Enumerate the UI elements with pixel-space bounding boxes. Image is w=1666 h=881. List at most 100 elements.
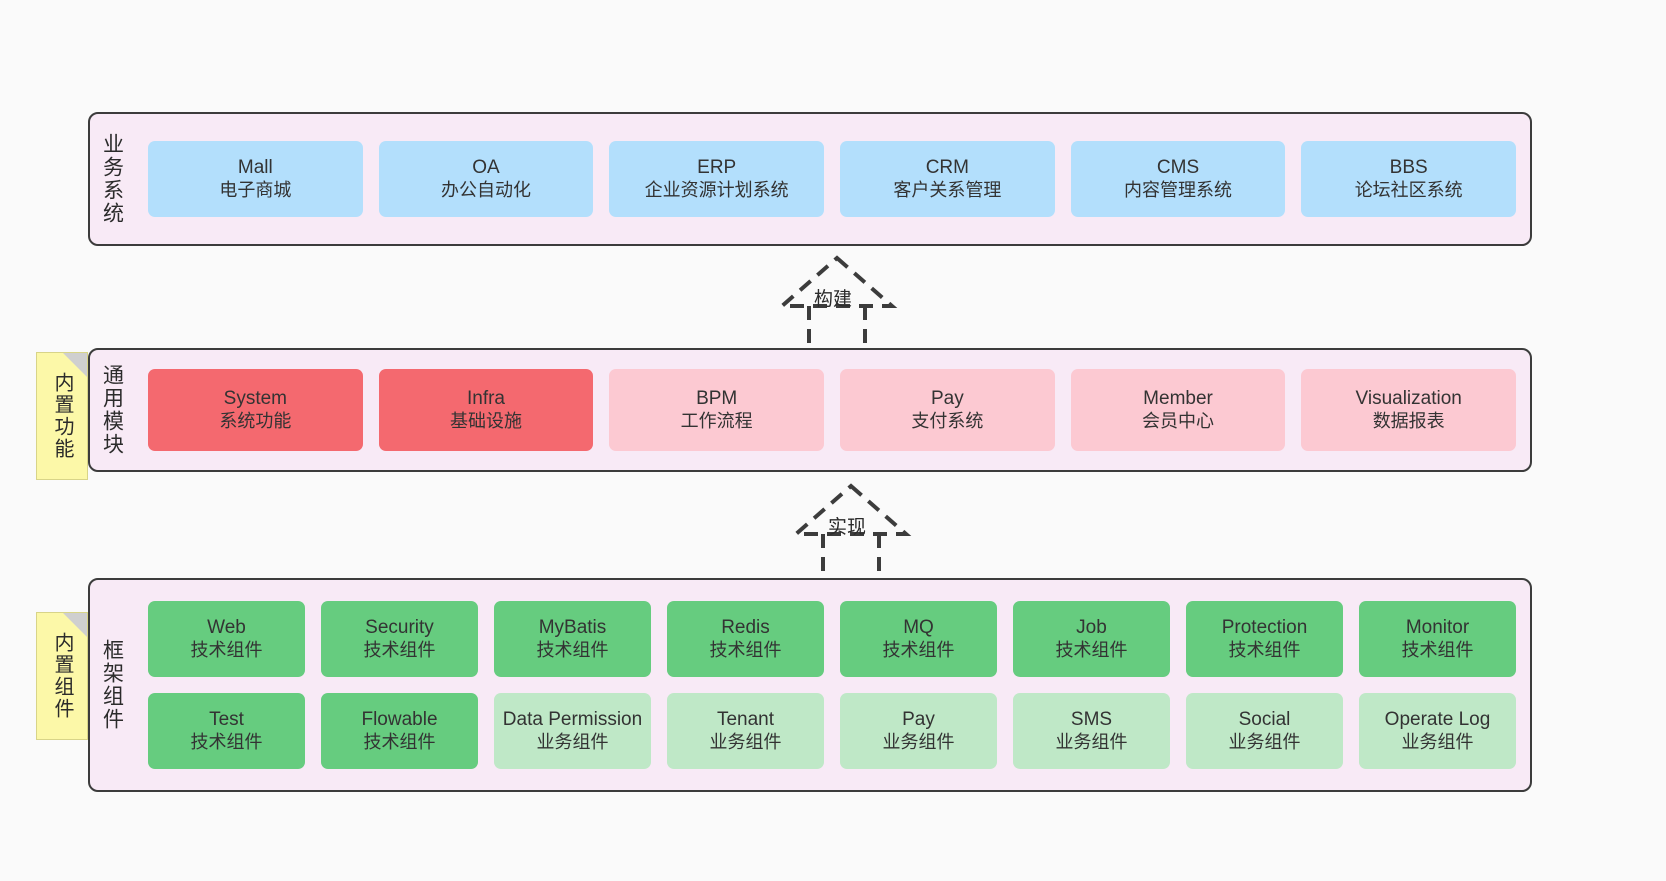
connector-label-build: 构建	[814, 289, 853, 310]
folded-corner-icon	[63, 613, 87, 637]
node-sms[interactable]: SMS 业务组件	[1013, 693, 1170, 769]
node-row: Mall 电子商城 OA 办公自动化 ERP 企业资源计划系统 CRM 客户关系…	[148, 141, 1517, 217]
layer-body-framework-components: Web 技术组件 Security 技术组件 MyBatis 技术组件 Redi…	[134, 580, 1530, 790]
node-subtitle: 系统功能	[219, 410, 292, 431]
node-erp[interactable]: ERP 企业资源计划系统	[609, 141, 825, 217]
node-title: Tenant	[716, 709, 775, 731]
node-crm[interactable]: CRM 客户关系管理	[840, 141, 1055, 217]
node-web[interactable]: Web 技术组件	[148, 601, 305, 677]
node-subtitle: 业务组件	[709, 731, 782, 752]
node-title: MQ	[903, 617, 934, 639]
node-title: Data Permission	[502, 709, 643, 731]
node-subtitle: 基础设施	[450, 410, 522, 431]
layer-body-common-modules: System 系统功能 Infra 基础设施 BPM 工作流程 Pay 支付系统…	[134, 350, 1530, 470]
node-title: Pay	[930, 388, 964, 410]
sticky-note-builtin-components: 内置组件	[36, 612, 88, 740]
node-title: Pay	[902, 709, 935, 731]
node-subtitle: 业务组件	[882, 731, 955, 752]
node-title: CMS	[1156, 157, 1200, 179]
node-subtitle: 技术组件	[1401, 639, 1474, 660]
sticky-note-builtin-features: 内置功能	[36, 352, 88, 480]
node-title: Social	[1238, 709, 1291, 731]
node-title: Flowable	[361, 709, 438, 731]
node-subtitle: 论坛社区系统	[1354, 179, 1463, 200]
node-subtitle: 技术组件	[363, 639, 436, 660]
node-title: BBS	[1389, 157, 1428, 179]
node-row: Test 技术组件 Flowable 技术组件 Data Permission …	[148, 693, 1516, 769]
node-subtitle: 技术组件	[190, 639, 263, 660]
node-social[interactable]: Social 业务组件	[1186, 693, 1343, 769]
node-monitor[interactable]: Monitor 技术组件	[1359, 601, 1516, 677]
layer-business-system: 业务系统 Mall 电子商城 OA 办公自动化 ERP 企业资源计划系统 CRM…	[88, 112, 1532, 246]
node-row: System 系统功能 Infra 基础设施 BPM 工作流程 Pay 支付系统…	[148, 369, 1517, 451]
node-member[interactable]: Member 会员中心	[1070, 369, 1286, 451]
connector-build: 构建	[752, 246, 922, 352]
node-data-permission[interactable]: Data Permission 业务组件	[494, 693, 651, 769]
node-subtitle: 技术组件	[1055, 639, 1128, 660]
node-title: SMS	[1070, 709, 1113, 731]
node-infra[interactable]: Infra 基础设施	[378, 369, 594, 451]
node-title: MyBatis	[538, 617, 607, 639]
node-subtitle: 业务组件	[1401, 731, 1474, 752]
node-mall[interactable]: Mall 电子商城	[148, 141, 363, 217]
node-bpm[interactable]: BPM 工作流程	[609, 369, 825, 451]
layer-framework-components: 框架组件 Web 技术组件 Security 技术组件 MyBatis 技术组件…	[88, 578, 1532, 792]
node-tenant[interactable]: Tenant 业务组件	[667, 693, 824, 769]
node-subtitle: 业务组件	[536, 731, 609, 752]
node-title: ERP	[697, 157, 737, 179]
node-subtitle: 支付系统	[911, 410, 984, 431]
node-title: Protection	[1221, 617, 1308, 639]
layer-body-business-system: Mall 电子商城 OA 办公自动化 ERP 企业资源计划系统 CRM 客户关系…	[134, 114, 1530, 244]
node-subtitle: 办公自动化	[441, 179, 531, 200]
node-subtitle: 技术组件	[363, 731, 436, 752]
node-cms[interactable]: CMS 内容管理系统	[1070, 141, 1286, 217]
node-subtitle: 数据报表	[1372, 410, 1445, 431]
node-bbs[interactable]: BBS 论坛社区系统	[1301, 141, 1517, 217]
node-title: Monitor	[1405, 617, 1470, 639]
node-row: Web 技术组件 Security 技术组件 MyBatis 技术组件 Redi…	[148, 601, 1516, 677]
node-title: Infra	[466, 388, 506, 410]
node-pay-module[interactable]: Pay 支付系统	[840, 369, 1055, 451]
node-title: Member	[1143, 388, 1213, 410]
node-pay-component[interactable]: Pay 业务组件	[840, 693, 997, 769]
generalization-arrow-icon	[790, 483, 912, 580]
node-title: System	[223, 388, 288, 410]
node-title: Operate Log	[1384, 709, 1491, 731]
node-protection[interactable]: Protection 技术组件	[1186, 601, 1343, 677]
node-title: Test	[209, 709, 244, 731]
node-title: BPM	[696, 388, 738, 410]
node-title: Job	[1076, 617, 1107, 639]
connector-label-implement: 实现	[828, 517, 867, 538]
node-title: OA	[472, 157, 500, 179]
sticky-note-label: 内置组件	[51, 632, 73, 720]
node-subtitle: 企业资源计划系统	[644, 179, 789, 200]
generalization-arrow-icon	[776, 255, 898, 352]
node-subtitle: 技术组件	[1228, 639, 1301, 660]
node-flowable[interactable]: Flowable 技术组件	[321, 693, 478, 769]
layer-label-framework-components: 框架组件	[100, 639, 124, 731]
node-subtitle: 业务组件	[1228, 731, 1301, 752]
node-subtitle: 会员中心	[1142, 410, 1215, 431]
node-oa[interactable]: OA 办公自动化	[378, 141, 594, 217]
node-title: CRM	[925, 157, 969, 179]
node-subtitle: 技术组件	[536, 639, 609, 660]
node-mq[interactable]: MQ 技术组件	[840, 601, 997, 677]
node-security[interactable]: Security 技术组件	[321, 601, 478, 677]
node-system[interactable]: System 系统功能	[148, 369, 363, 451]
node-job[interactable]: Job 技术组件	[1013, 601, 1170, 677]
layer-label-business-system: 业务系统	[100, 133, 124, 225]
node-title: Redis	[721, 617, 770, 639]
node-test[interactable]: Test 技术组件	[148, 693, 305, 769]
node-subtitle: 业务组件	[1055, 731, 1128, 752]
node-subtitle: 技术组件	[709, 639, 782, 660]
node-subtitle: 工作流程	[680, 410, 753, 431]
node-subtitle: 内容管理系统	[1124, 179, 1233, 200]
node-mybatis[interactable]: MyBatis 技术组件	[494, 601, 651, 677]
node-visualization[interactable]: Visualization 数据报表	[1301, 369, 1517, 451]
node-redis[interactable]: Redis 技术组件	[667, 601, 824, 677]
node-subtitle: 客户关系管理	[893, 179, 1002, 200]
node-operate-log[interactable]: Operate Log 业务组件	[1359, 693, 1516, 769]
folded-corner-icon	[63, 353, 87, 377]
layer-common-modules: 通用模块 System 系统功能 Infra 基础设施 BPM 工作流程 Pay…	[88, 348, 1532, 472]
